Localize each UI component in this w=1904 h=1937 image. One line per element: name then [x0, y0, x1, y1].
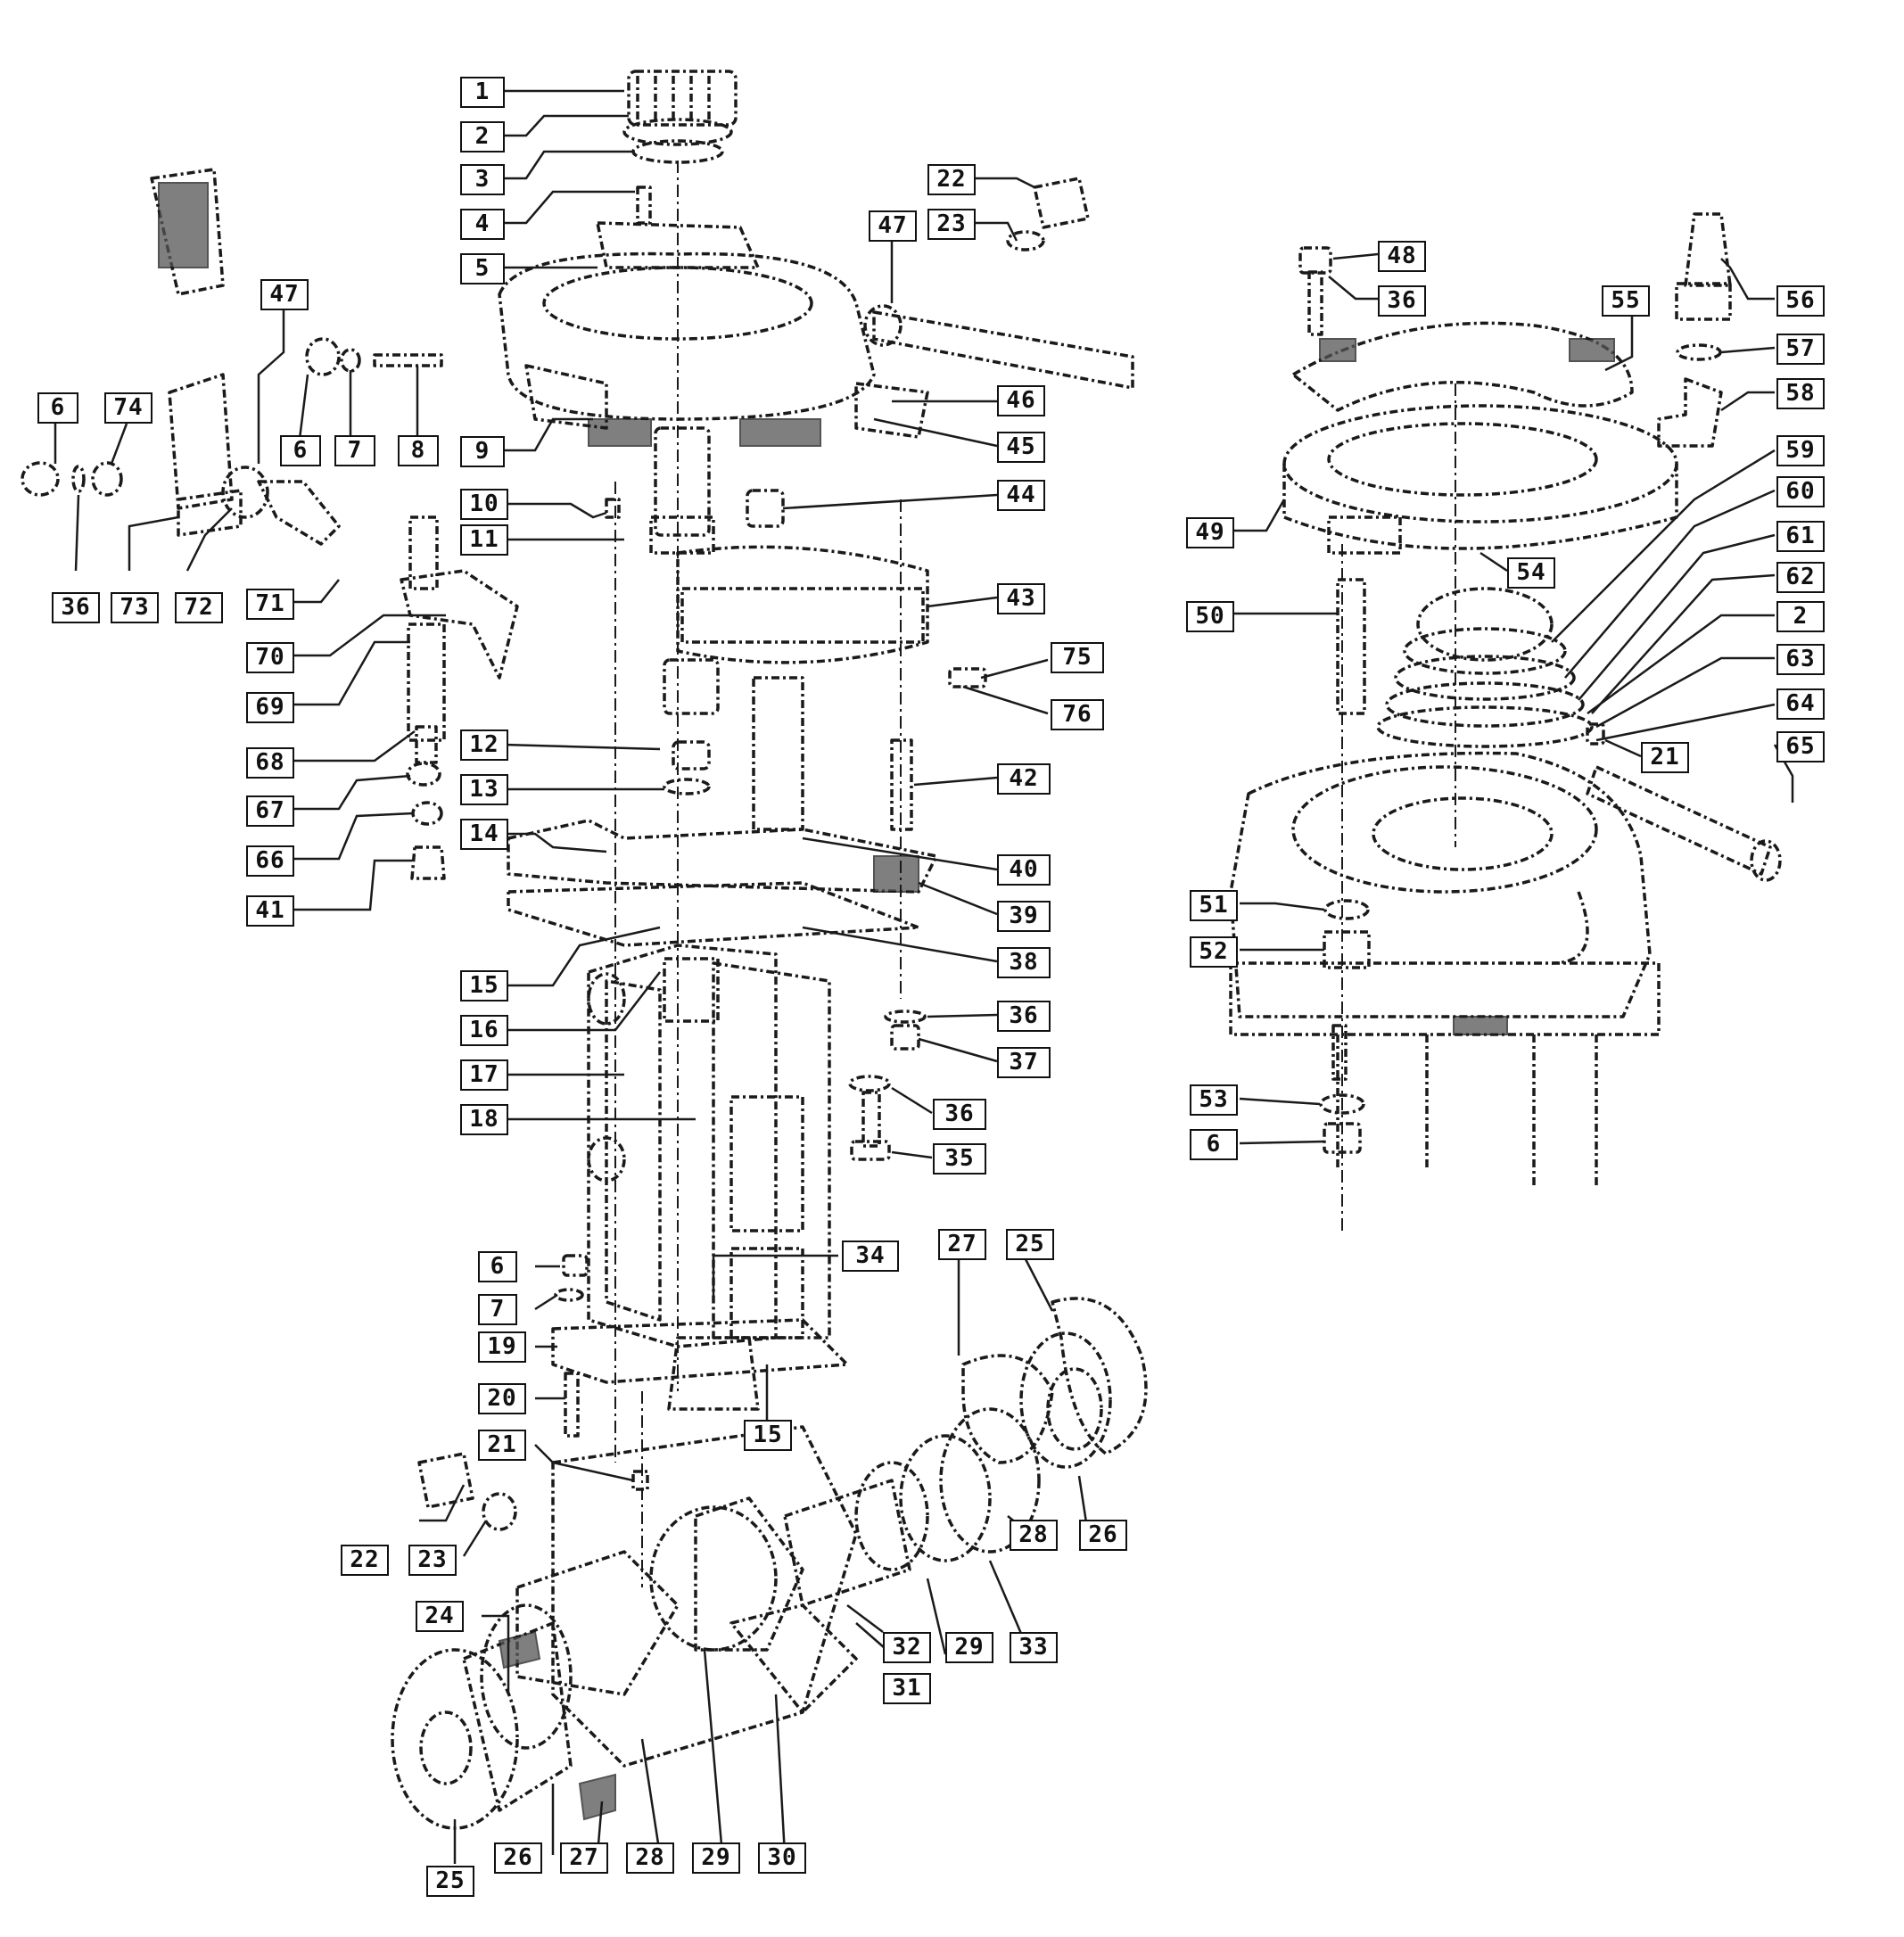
callout-45: 45 [997, 432, 1045, 463]
callout-10: 10 [460, 489, 508, 520]
callout-39: 39 [997, 901, 1051, 932]
callout-25a: 25 [426, 1866, 474, 1897]
callout-40: 40 [997, 854, 1051, 886]
callout-11: 11 [460, 524, 508, 556]
callout-71: 71 [246, 589, 294, 620]
callout-70: 70 [246, 642, 294, 673]
callout-17: 17 [460, 1059, 508, 1091]
callout-66: 66 [246, 845, 294, 877]
callout-67: 67 [246, 795, 294, 827]
callout-1: 1 [460, 77, 505, 108]
callout-14: 14 [460, 819, 508, 850]
callout-41: 41 [246, 895, 294, 927]
callout-18: 18 [460, 1104, 508, 1135]
callout-30: 30 [758, 1842, 806, 1874]
callout-48: 48 [1378, 241, 1426, 272]
callout-49: 49 [1186, 517, 1234, 548]
callout-6c: 6 [37, 392, 78, 424]
leader-lines [54, 89, 1794, 1864]
callout-6d: 6 [1190, 1129, 1238, 1160]
callout-23a: 23 [408, 1545, 457, 1576]
callout-42: 42 [997, 763, 1051, 795]
callout-34: 34 [842, 1241, 899, 1272]
callout-62: 62 [1776, 562, 1825, 593]
callout-2: 2 [460, 121, 505, 152]
callout-6b: 6 [478, 1251, 517, 1282]
callout-21b: 21 [1641, 742, 1689, 773]
callout-15b: 15 [744, 1420, 792, 1451]
callout-59: 59 [1776, 435, 1825, 466]
callout-43: 43 [997, 583, 1045, 614]
callout-50: 50 [1186, 601, 1234, 632]
callout-22b: 22 [927, 164, 976, 195]
callout-15a: 15 [460, 970, 508, 1001]
callout-65: 65 [1776, 731, 1825, 762]
callout-54: 54 [1507, 557, 1555, 589]
callout-63: 63 [1776, 644, 1825, 675]
callout-37: 37 [997, 1047, 1051, 1078]
callout-29a: 29 [692, 1842, 740, 1874]
callout-64: 64 [1776, 688, 1825, 720]
callout-28a: 28 [626, 1842, 674, 1874]
callout-57: 57 [1776, 334, 1825, 365]
callout-32: 32 [883, 1632, 931, 1663]
callout-73: 73 [111, 592, 159, 623]
callout-6a: 6 [280, 435, 321, 466]
callout-47a: 47 [869, 210, 917, 242]
callout-36c: 36 [52, 592, 100, 623]
callout-16: 16 [460, 1015, 508, 1046]
callout-26a: 26 [494, 1842, 542, 1874]
callout-52: 52 [1190, 936, 1238, 968]
callout-22a: 22 [341, 1545, 389, 1576]
callout-44: 44 [997, 480, 1045, 511]
callout-31: 31 [883, 1673, 931, 1704]
callout-35: 35 [933, 1143, 986, 1175]
callout-7b: 7 [478, 1294, 517, 1325]
right-assembly [1229, 212, 1782, 1231]
callout-26b: 26 [1079, 1520, 1127, 1551]
left-assembly [21, 70, 1148, 1830]
callout-74: 74 [104, 392, 152, 424]
callout-2b: 2 [1776, 601, 1825, 632]
callout-61: 61 [1776, 521, 1825, 552]
callout-4: 4 [460, 209, 505, 240]
callout-36a: 36 [997, 1001, 1051, 1032]
callout-72: 72 [175, 592, 223, 623]
callout-55: 55 [1602, 285, 1650, 317]
callout-60: 60 [1776, 476, 1825, 507]
callout-9: 9 [460, 436, 505, 467]
callout-19: 19 [478, 1331, 526, 1363]
callout-51: 51 [1190, 890, 1238, 921]
callout-68: 68 [246, 747, 294, 779]
callout-24: 24 [416, 1601, 464, 1632]
callout-53: 53 [1190, 1084, 1238, 1116]
callout-27a: 27 [560, 1842, 608, 1874]
callout-46: 46 [997, 385, 1045, 416]
callout-8: 8 [398, 435, 439, 466]
callout-7a: 7 [334, 435, 375, 466]
callout-28b: 28 [1010, 1520, 1058, 1551]
callout-27b: 27 [938, 1229, 986, 1260]
callout-25b: 25 [1006, 1229, 1054, 1260]
callout-36b: 36 [933, 1099, 986, 1130]
callout-36d: 36 [1378, 285, 1426, 317]
callout-5: 5 [460, 253, 505, 284]
callout-47b: 47 [260, 279, 309, 310]
callout-58: 58 [1776, 378, 1825, 409]
callout-33: 33 [1010, 1632, 1058, 1663]
callout-75: 75 [1051, 642, 1104, 673]
callout-69: 69 [246, 692, 294, 723]
callout-13: 13 [460, 774, 508, 805]
callout-3: 3 [460, 164, 505, 195]
callout-20: 20 [478, 1383, 526, 1414]
callout-12: 12 [460, 729, 508, 761]
callout-23b: 23 [927, 209, 976, 240]
callout-38: 38 [997, 947, 1051, 978]
callout-29b: 29 [945, 1632, 993, 1663]
callout-21a: 21 [478, 1430, 526, 1461]
callout-56: 56 [1776, 285, 1825, 317]
callout-76: 76 [1051, 699, 1104, 730]
